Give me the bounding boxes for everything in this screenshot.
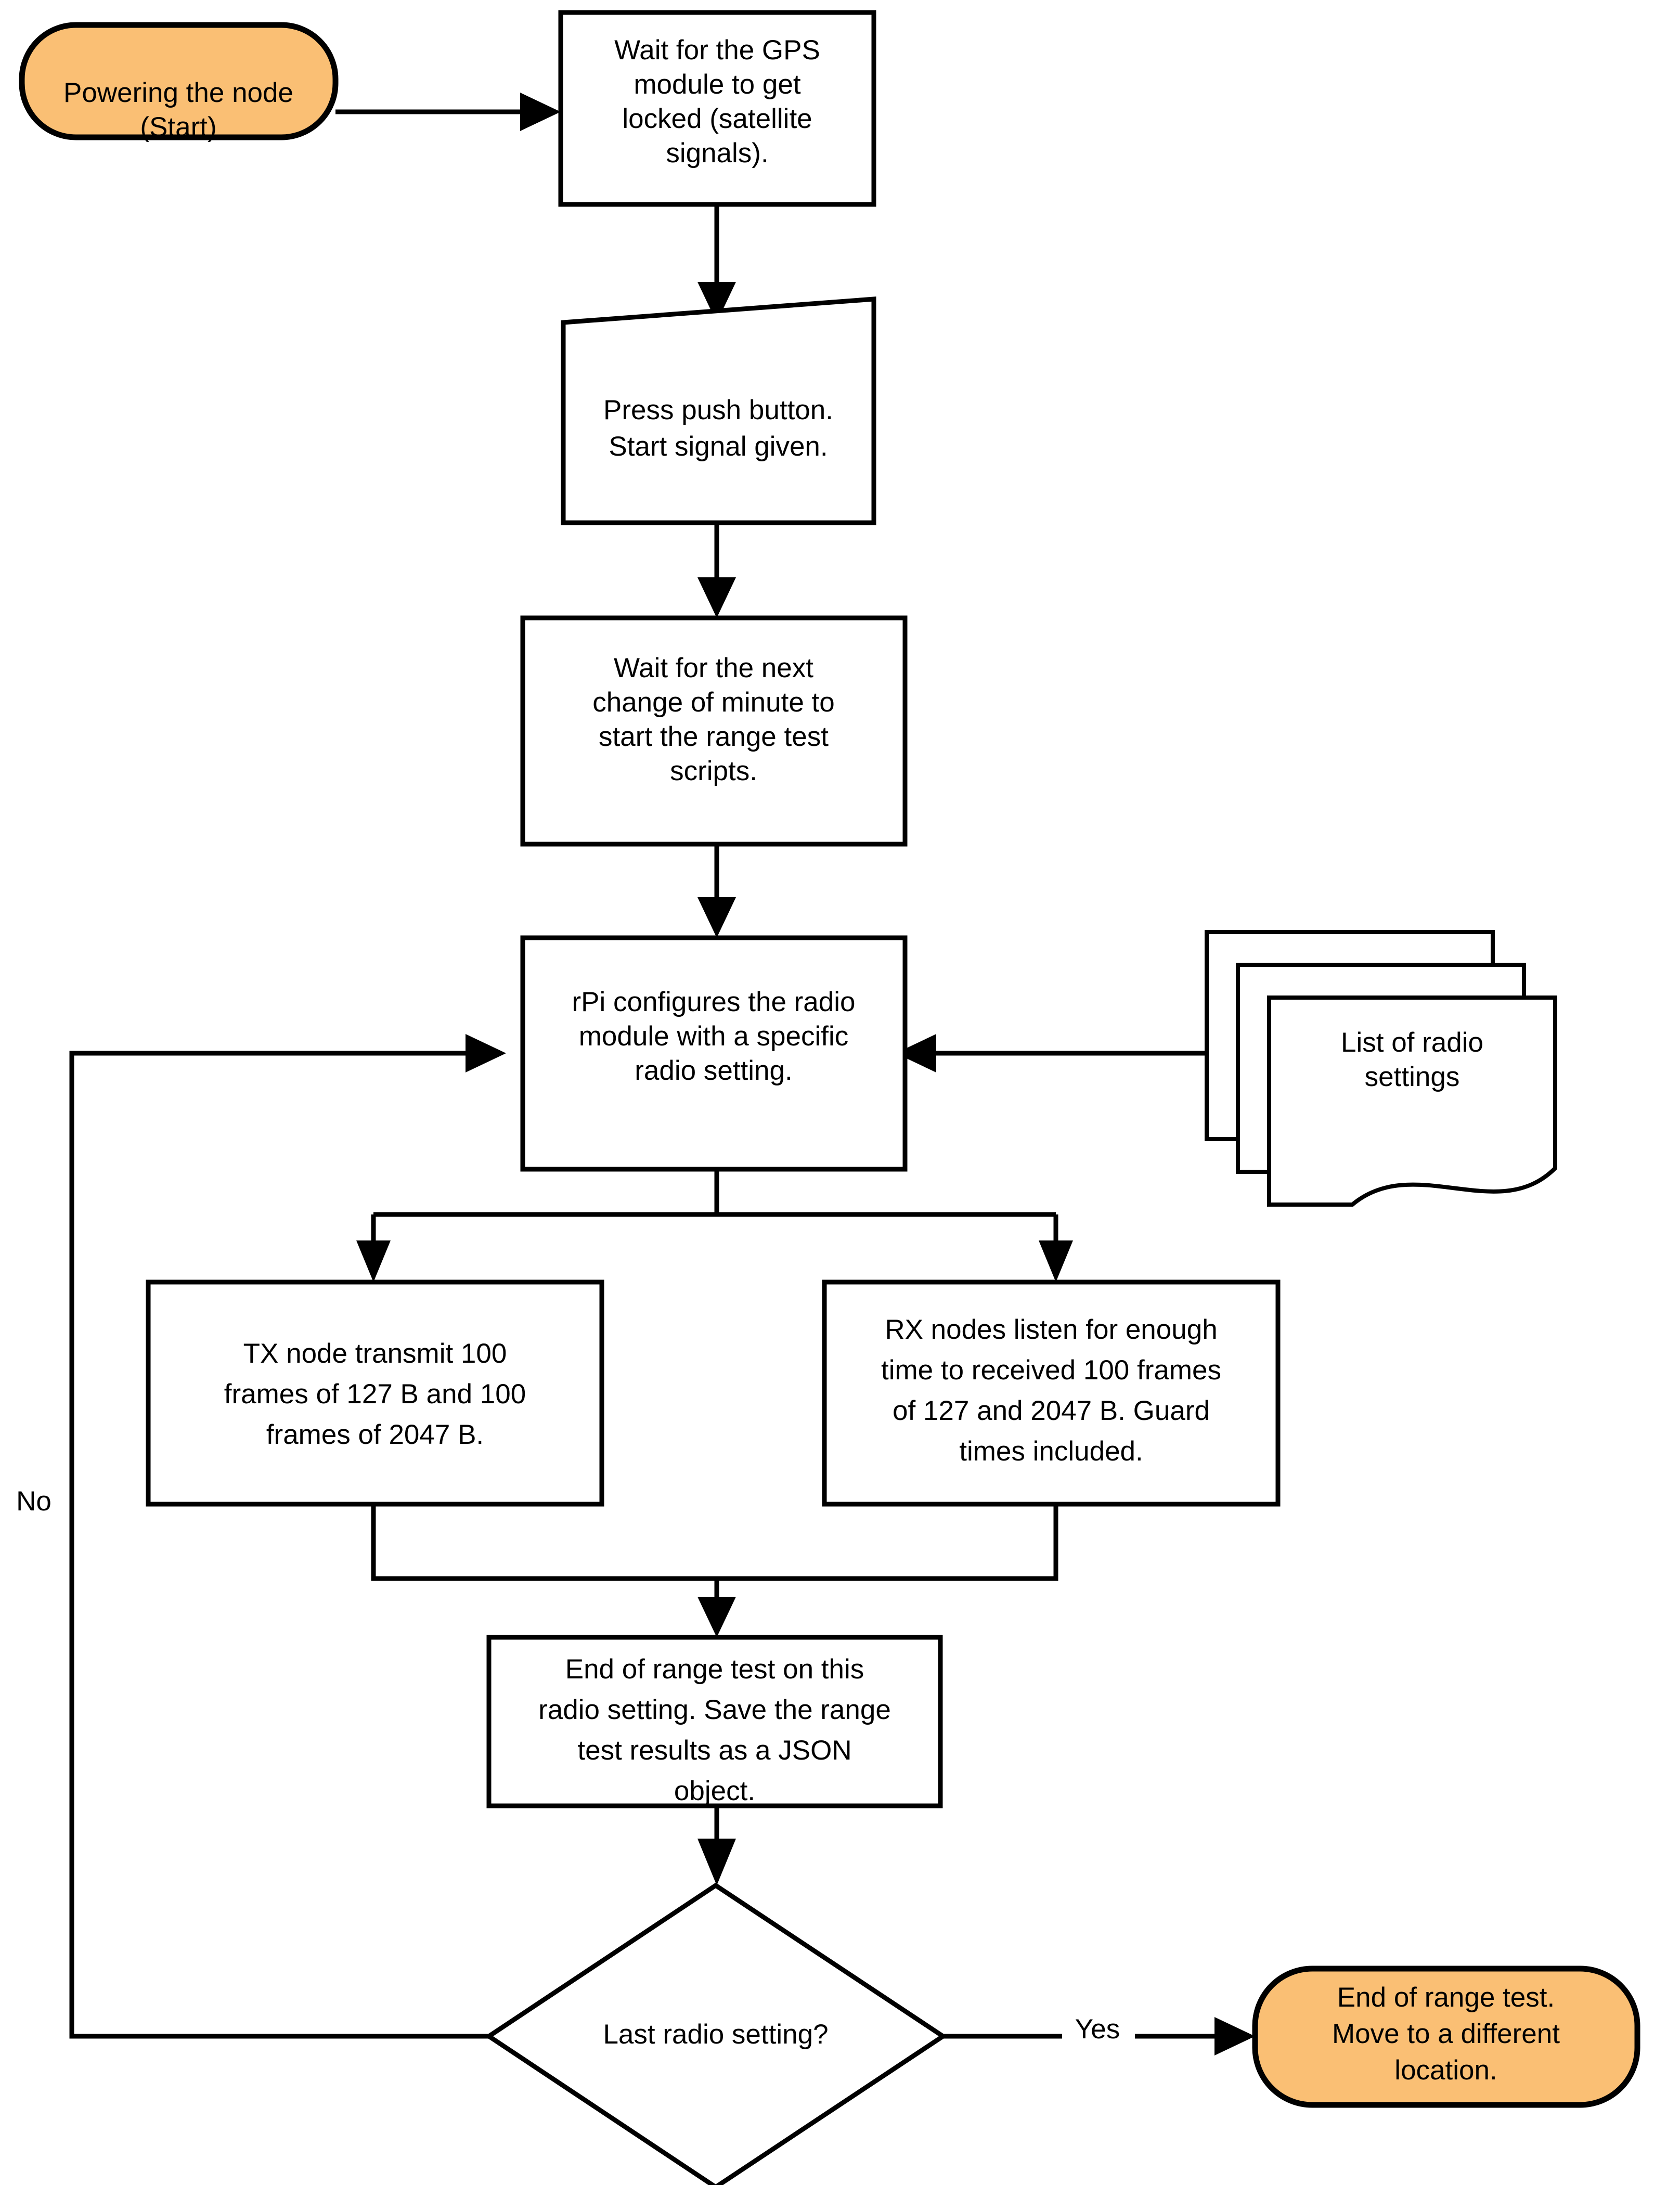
edge-settings-list-to-configure-radio (896, 1034, 1212, 1072)
arrowhead-icon (697, 282, 736, 322)
start-terminator-shape (19, 22, 339, 140)
settings-list-label-line-1: settings (1365, 1062, 1460, 1092)
arrowhead-icon (697, 1839, 736, 1885)
node-gps-wait[interactable]: Wait for the GPS module to get locked (s… (558, 10, 876, 207)
yes-label-backdrop (1062, 2016, 1135, 2048)
node-radio-settings-list[interactable]: List of radio settings (1205, 930, 1557, 1207)
minute-wait-label-line-0: Wait for the next (614, 653, 813, 683)
node-end[interactable]: End of range test. Move to a different l… (1252, 1966, 1640, 2108)
gps-wait-shape (558, 10, 876, 207)
node-configure-radio[interactable]: rPi configures the radio module with a s… (520, 935, 908, 1172)
edge-line (371, 1504, 1058, 1581)
minute-wait-label-line-3: scripts. (670, 756, 757, 786)
rx-nodes-label-line-2: of 127 and 2047 B. Guard (893, 1395, 1210, 1426)
rx-nodes-shape (822, 1279, 1281, 1507)
start-label-line-1: (Start) (140, 112, 216, 143)
end-label-line-1: Move to a different (1332, 2019, 1560, 2049)
arrowhead-icon (896, 1034, 936, 1072)
save-results-label-line-0: End of range test on this (565, 1654, 864, 1685)
gps-wait-label-line-0: Wait for the GPS (614, 35, 820, 66)
configure-radio-label-line-2: radio setting. (635, 1055, 792, 1086)
node-tx-node[interactable]: TX node transmit 100 frames of 127 B and… (146, 1279, 604, 1507)
node-push-button[interactable]: Press push button. Start signal given. (561, 296, 876, 525)
settings-doc-sheet-front (1267, 995, 1557, 1207)
edge-minute-wait-to-configure-radio (697, 844, 736, 938)
edge-start-to-gps-wait (335, 93, 561, 131)
decision-diamond-shape (484, 1882, 948, 2185)
arrowhead-icon (1039, 1240, 1073, 1282)
node-start[interactable]: Powering the node (Start) (19, 22, 339, 143)
tx-node-label-line-2: frames of 2047 B. (266, 1419, 484, 1450)
arrowhead-icon (1214, 2017, 1255, 2055)
decision-label: Last radio setting? (603, 2019, 828, 2050)
gps-wait-label-line-1: module to get (634, 69, 800, 100)
node-minute-wait[interactable]: Wait for the next change of minute to st… (520, 615, 908, 847)
push-button-shape (561, 296, 876, 525)
start-label-line-0: Powering the node (63, 77, 293, 108)
minute-wait-label-line-1: change of minute to (592, 687, 835, 718)
arrowhead-icon (520, 93, 561, 131)
end-terminator-shape (1252, 1966, 1640, 2108)
tx-node-shape (146, 1279, 604, 1507)
arrowhead-icon (356, 1240, 391, 1282)
arrowhead-icon (466, 1034, 506, 1072)
node-save-results[interactable]: End of range test on this radio setting.… (486, 1635, 943, 1808)
configure-radio-label-line-0: rPi configures the radio (572, 987, 855, 1017)
rx-nodes-label-line-0: RX nodes listen for enough (885, 1314, 1217, 1345)
end-label-line-0: End of range test. (1337, 1982, 1555, 2013)
save-results-label-line-3: object. (674, 1776, 755, 1806)
configure-radio-shape (520, 935, 908, 1172)
push-button-label-line-1: Start signal given. (609, 431, 828, 462)
edge-configure-radio-fork (356, 1169, 1073, 1282)
tx-node-label-line-1: frames of 127 B and 100 (224, 1379, 526, 1410)
edge-label-yes-top: Yes (1075, 2014, 1120, 2045)
edge-push-button-to-minute-wait (697, 523, 736, 618)
arrowhead-icon (697, 577, 736, 618)
save-results-shape (486, 1635, 943, 1808)
settings-list-label-line-0: List of radio (1341, 1027, 1483, 1058)
save-results-label-line-2: test results as a JSON (577, 1735, 851, 1766)
edge-line (69, 1051, 489, 2039)
gps-wait-label-line-3: signals). (666, 138, 768, 169)
end-label-line-2: location. (1394, 2055, 1497, 2086)
edge-tx-rx-merge-to-save-results (371, 1504, 1058, 1637)
rx-nodes-label-line-3: times included. (959, 1436, 1143, 1467)
tx-node-label-line-0: TX node transmit 100 (243, 1338, 507, 1369)
edge-label-no: No (16, 1486, 51, 1517)
edge-save-results-to-decision (697, 1806, 736, 1885)
gps-wait-label-line-2: locked (satellite (622, 104, 812, 134)
rx-nodes-label-line-1: time to received 100 frames (881, 1355, 1221, 1386)
node-last-setting-decision[interactable]: Last radio setting? (484, 1882, 948, 2185)
edge-no-loop (69, 1034, 506, 2039)
save-results-label-line-1: radio setting. Save the range (538, 1695, 891, 1725)
arrowhead-icon (697, 897, 736, 938)
node-rx-nodes[interactable]: RX nodes listen for enough time to recei… (822, 1279, 1281, 1507)
minute-wait-label-line-2: start the range test (599, 721, 829, 752)
configure-radio-label-line-1: module with a specific (579, 1021, 848, 1052)
edge-gps-wait-to-push-button (697, 204, 736, 322)
minute-wait-shape (520, 615, 908, 847)
push-button-label-line-0: Press push button. (603, 395, 833, 425)
arrowhead-icon (697, 1597, 736, 1637)
